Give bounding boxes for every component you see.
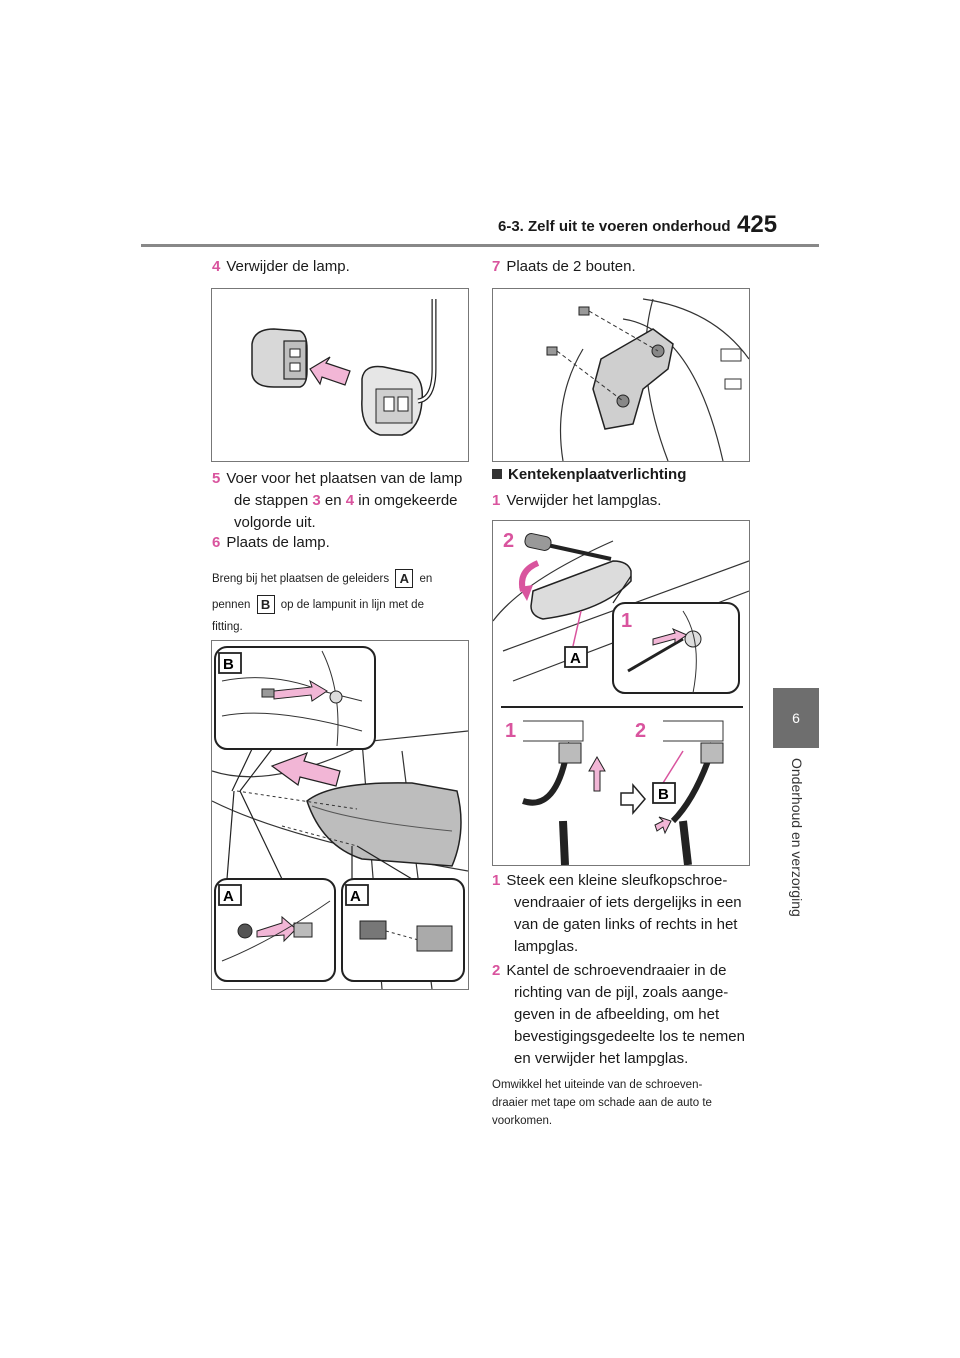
step-ref-3[interactable]: 3: [312, 492, 321, 509]
step-text: Plaats de lamp.: [226, 534, 330, 551]
bolts-illustration: [546, 298, 749, 461]
step-text-line2: de stappen 3 en 4 in omgekeerde: [234, 492, 458, 509]
fig-label-a1: A: [223, 888, 234, 905]
header-rule: [141, 244, 819, 247]
step-number: 5: [212, 470, 221, 487]
fig-label-b: B: [223, 656, 234, 673]
bulb-removal-illustration: [251, 299, 437, 436]
figure-install-bolts: [492, 288, 750, 462]
page-number: 425: [737, 211, 778, 238]
figure-remove-lens: A 2 1 1 B 2: [492, 520, 750, 866]
fig-label-a: A: [570, 650, 581, 667]
chapter-tab: 6: [773, 688, 819, 748]
chapter-label-text: Onderhoud en verzorging: [789, 758, 805, 917]
step-number: 4: [212, 258, 221, 275]
chapter-label: Onderhoud en verzorging: [772, 758, 822, 948]
step-text: Plaats de 2 bouten.: [506, 258, 636, 275]
step-number: 6: [212, 534, 221, 551]
step-number: 2: [492, 962, 501, 979]
section-heading: Kentekenplaatverlichting: [492, 466, 686, 483]
step-1-remove-lens: 1 Verwijder het lampglas.: [492, 490, 661, 512]
callout-a: A: [395, 569, 414, 589]
install-illustration: B A A: [212, 646, 468, 989]
figure-remove-bulb: [211, 288, 469, 462]
step-number: 7: [492, 258, 501, 275]
step-text: Verwijder het lampglas.: [506, 492, 662, 509]
fig-label-2-top: 2: [503, 530, 514, 552]
alignment-note: Breng bij het plaatsen de geleiders A en…: [212, 569, 433, 633]
section-title: 6-3. Zelf uit te voeren onderhoud: [498, 218, 731, 235]
step-7: 7 Plaats de 2 bouten.: [492, 256, 636, 278]
fig-label-a2: A: [350, 888, 361, 905]
step-6: 6 Plaats de lamp.: [212, 532, 330, 554]
fig-label-1-bottom: 1: [505, 720, 516, 742]
step-ref-4[interactable]: 4: [345, 492, 355, 509]
figure-install-bulb: B A A: [211, 640, 469, 990]
callout-b: B: [256, 595, 275, 615]
step-number: 1: [492, 492, 501, 509]
step-text-line3: volgorde uit.: [234, 514, 316, 531]
fig-label-b: B: [658, 786, 669, 803]
fig-label-1-top: 1: [621, 610, 632, 632]
step-5: 5 Voer voor het plaatsen van de lamp de s…: [212, 468, 462, 534]
square-bullet-icon: [492, 469, 502, 479]
step-number: 1: [492, 872, 501, 889]
fig-label-2-bottom: 2: [635, 720, 646, 742]
lens-removal-illustration: A 2 1 1 B 2: [493, 530, 749, 865]
step-text-line1: Voer voor het plaatsen van de lamp: [226, 470, 463, 487]
tape-note: Omwikkel het uiteinde van de schroeven- …: [492, 1079, 712, 1127]
step-text: Verwijder de lamp.: [226, 258, 350, 275]
step-4: 4 Verwijder de lamp.: [212, 256, 350, 278]
